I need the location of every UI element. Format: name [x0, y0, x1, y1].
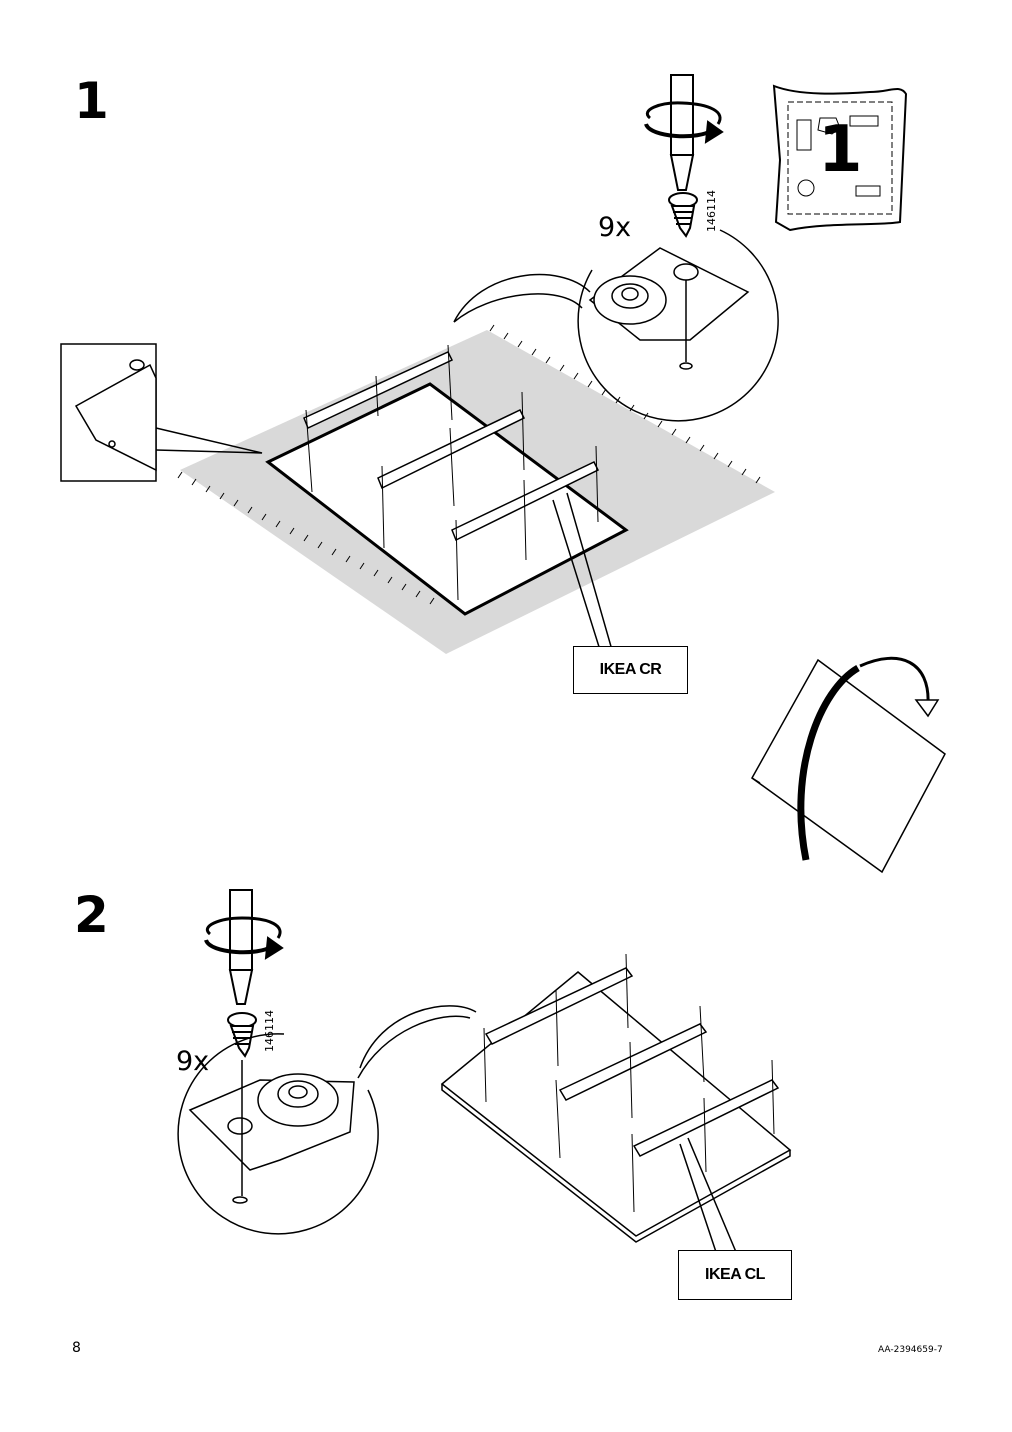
detail-circle-step1 [453, 229, 779, 422]
hardware-bag-icon [772, 84, 908, 232]
panel-step2 [440, 971, 792, 1243]
step-number-1: 1 [74, 72, 109, 130]
rails-step2 [484, 967, 780, 1157]
page-number: 8 [72, 1340, 81, 1356]
quantity-label-step1: 9x [598, 212, 632, 243]
quantity-label-step2: 9x [176, 1046, 210, 1077]
panel-step1 [265, 382, 629, 616]
magnifier-callout-icon [60, 343, 263, 482]
screwdriver-icon [204, 889, 284, 1058]
screw-guides-step2 [483, 953, 775, 1213]
screwdriver-icon [644, 74, 724, 238]
bag-number: 1 [818, 113, 863, 187]
step-number-2: 2 [74, 886, 109, 944]
article-number-step2: 146114 [263, 1010, 276, 1052]
article-number-step1: 146114 [705, 190, 718, 232]
document-code: AA-2394659-7 [878, 1345, 943, 1355]
screw-guides-step1 [305, 344, 599, 601]
detail-circle-step2 [177, 1005, 477, 1235]
label-ikea-cl: IKEA CL [678, 1250, 792, 1300]
rotate-arrow-icon [751, 656, 946, 874]
label-ikea-cr: IKEA CR [573, 646, 688, 694]
